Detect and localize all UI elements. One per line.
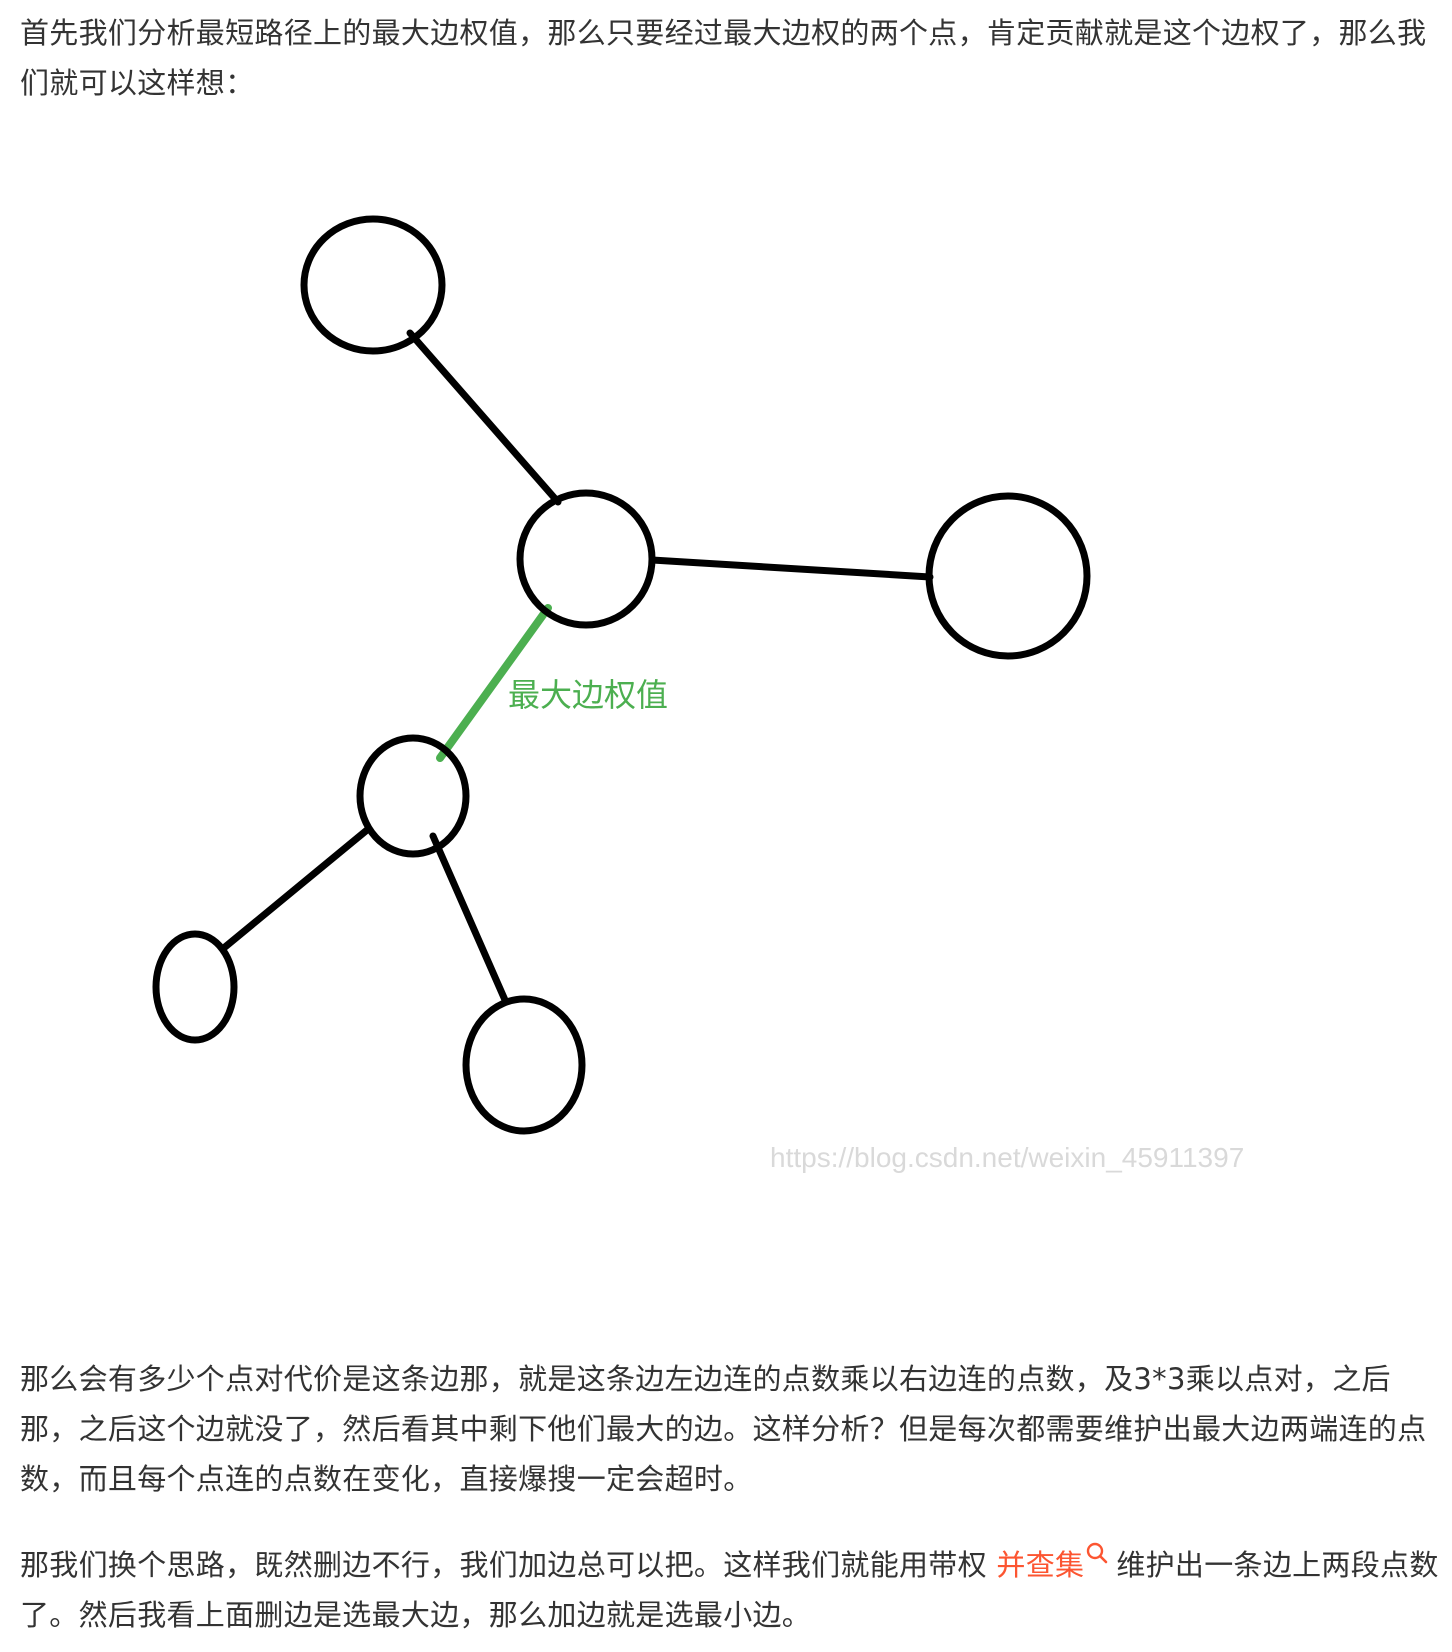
node-bottom-left <box>152 930 238 1044</box>
max-edge-weight-label: 最大边权值 <box>508 676 668 714</box>
node-bottom <box>462 995 586 1135</box>
paragraph-approach-text-before: 那我们换个思路，既然删边不行，我们加边总可以把。这样我们就能用带权 <box>20 1548 997 1582</box>
paragraph-analysis-text: 那么会有多少个点对代价是这条边那，就是这条边左边连的点数乘以右边连的点数，及3*… <box>20 1362 1427 1496</box>
node-lower <box>356 734 470 858</box>
node-center <box>516 489 656 629</box>
edge-center-right <box>648 556 934 581</box>
edge-top-center <box>406 329 562 506</box>
edge-max-weight <box>436 604 552 762</box>
node-right <box>925 492 1091 660</box>
keyword-link-label[interactable]: 并查集 <box>996 1548 1085 1582</box>
watermark: https://blog.csdn.net/weixin_45911397 <box>770 1142 1244 1173</box>
node-top <box>300 215 446 355</box>
paragraph-intro-text: 首先我们分析最短路径上的最大边权值，那么只要经过最大边权的两个点，肯定贡献就是这… <box>20 16 1427 100</box>
paragraph-approach: 那我们换个思路，既然删边不行，我们加边总可以把。这样我们就能用带权 并查集维护出… <box>20 1540 1440 1640</box>
edge-lower-left <box>221 826 371 951</box>
edge-lower-bottom <box>429 832 509 1004</box>
paragraph-analysis: 那么会有多少个点对代价是这条边那，就是这条边左边连的点数乘以右边连的点数，及3*… <box>20 1354 1440 1504</box>
keyword-link-union-find[interactable]: 并查集 <box>996 1542 1116 1582</box>
paragraph-intro: 首先我们分析最短路径上的最大边权值，那么只要经过最大边权的两个点，肯定贡献就是这… <box>20 8 1440 108</box>
tree-diagram: 最大边权值 https://blog.csdn.net/weixin_45911… <box>152 215 1244 1173</box>
search-icon[interactable] <box>1084 1541 1110 1567</box>
paragraph-approach-text-after: 维护出一条边上两段点数了。然后我看上面删边是选最大边，那么加边就是选最小边。 <box>20 1548 1439 1632</box>
